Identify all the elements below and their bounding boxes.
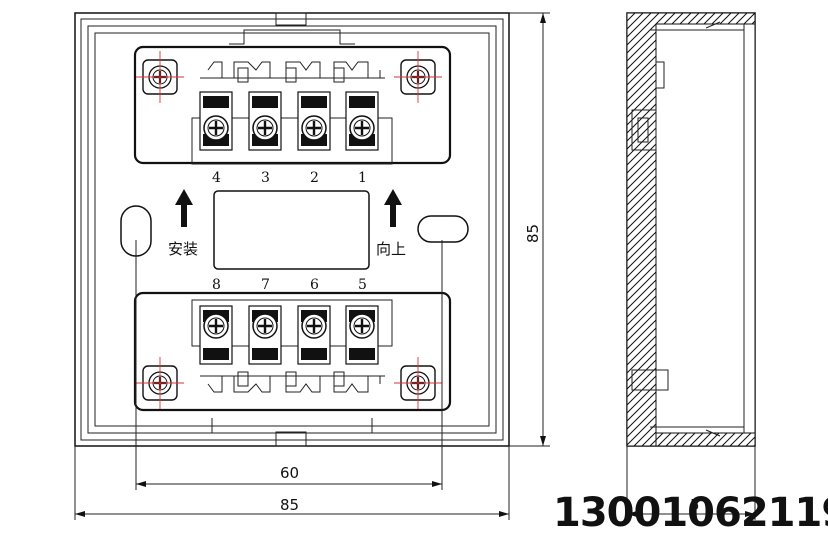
terminal-number: 2: [310, 170, 319, 186]
terminal-screw: [248, 305, 282, 365]
terminal-number: 5: [358, 277, 367, 293]
mounting-screw: [394, 357, 442, 409]
terminal-screws: [199, 91, 379, 365]
terminal-number: 3: [261, 170, 270, 186]
terminal-number: 7: [261, 277, 270, 293]
front-plate: [74, 12, 510, 447]
phone-number: 13001062119: [553, 490, 828, 536]
dim-side: 5: [690, 496, 700, 514]
label-up: 向上: [376, 240, 406, 258]
dim-width-outer: 85: [280, 496, 299, 514]
dim-height: 85: [524, 224, 542, 243]
terminal-screw: [345, 91, 379, 151]
dimensions: 60 85 85: [74, 12, 550, 520]
terminal-labels: 4 3 2 1 8 7 6 5: [212, 170, 367, 293]
mounting-screw: [136, 51, 184, 103]
terminal-screw: [345, 305, 379, 365]
label-install: 安装: [168, 240, 198, 258]
mounting-screw: [394, 51, 442, 103]
arrow-up-left-icon: [175, 189, 193, 227]
middle-zone: 安装 向上: [120, 189, 469, 270]
terminal-screw: [297, 305, 331, 365]
terminal-number: 1: [358, 170, 367, 186]
side-view: 5: [626, 12, 756, 520]
terminal-number: 4: [212, 170, 221, 186]
mounting-screw: [136, 357, 184, 409]
terminal-screw: [297, 91, 331, 151]
terminal-number: 8: [212, 277, 221, 293]
terminal-screw: [199, 91, 233, 151]
terminal-screw: [248, 91, 282, 151]
terminal-screw: [199, 305, 233, 365]
dim-width-inner: 60: [280, 464, 299, 482]
terminal-block-bottom: [133, 291, 452, 412]
mounting-screws: [136, 51, 442, 409]
terminal-number: 6: [310, 277, 319, 293]
terminal-block-top: [133, 45, 452, 165]
arrow-up-right-icon: [384, 189, 402, 227]
